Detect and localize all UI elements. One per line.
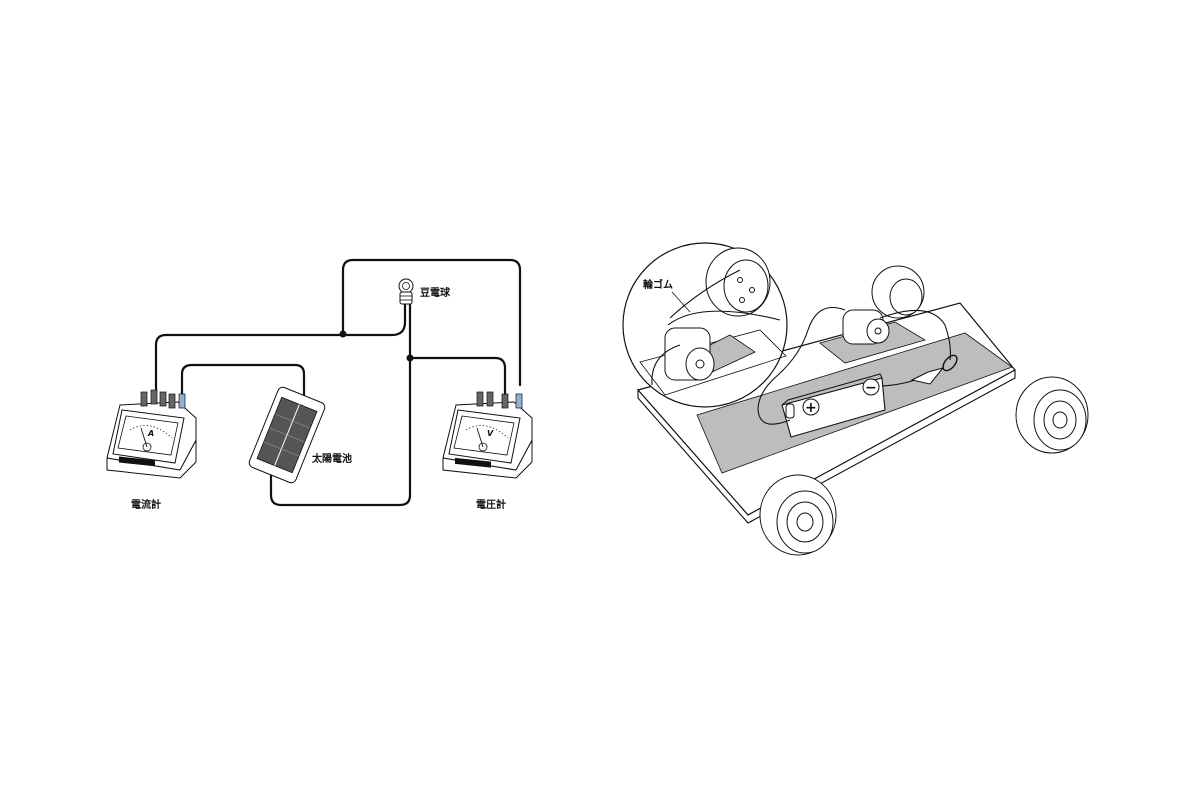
voltmeter-face-symbol: V: [487, 429, 494, 438]
battery-minus-symbol: −: [865, 380, 877, 396]
motor-car-figure: + − 輪ゴム: [622, 242, 1089, 556]
wire-bulb-down: [269, 301, 412, 507]
label-ammeter: 電流計: [131, 498, 161, 511]
wire-ammeter-to-solar: [180, 363, 306, 397]
motor: [842, 309, 890, 345]
junction-dot: [406, 354, 414, 362]
ammeter: [106, 389, 197, 479]
battery-minus-terminal: [862, 378, 880, 396]
alligator-clip: [910, 354, 958, 385]
label-rubber-band: 輪ゴム: [643, 278, 673, 291]
wire-battery-to-motor: [757, 306, 846, 425]
wire-motor-to-clip: [879, 309, 951, 361]
ammeter-face-symbol: A: [147, 429, 154, 438]
wheel-front-left: [759, 474, 837, 556]
wire-top-loop: [341, 258, 522, 387]
circuit-figure: 豆電球 A 電流計 太陽電池: [106, 258, 533, 511]
label-bulb: 豆電球: [420, 286, 451, 299]
junction-dot: [339, 330, 347, 338]
battery-holder: [781, 373, 886, 438]
label-leader-line: [671, 291, 691, 313]
battery-plus-terminal: [802, 398, 820, 416]
wheel-rear-right: [871, 265, 925, 319]
voltmeter: [442, 391, 533, 479]
wheel-front-right: [1015, 376, 1089, 454]
battery-plus-symbol: +: [805, 400, 817, 416]
wire-ammeter-to-bulb: [154, 301, 407, 397]
bulb: [398, 278, 414, 305]
label-solar-cell: 太陽電池: [311, 452, 352, 465]
wire-clip-to-battery: [881, 379, 916, 387]
car-board-edge: [637, 369, 1016, 524]
wire-to-voltmeter: [408, 356, 507, 397]
solar-cell: [248, 386, 326, 484]
detail-magnifier: [622, 242, 788, 408]
label-voltmeter: 電圧計: [476, 498, 506, 511]
